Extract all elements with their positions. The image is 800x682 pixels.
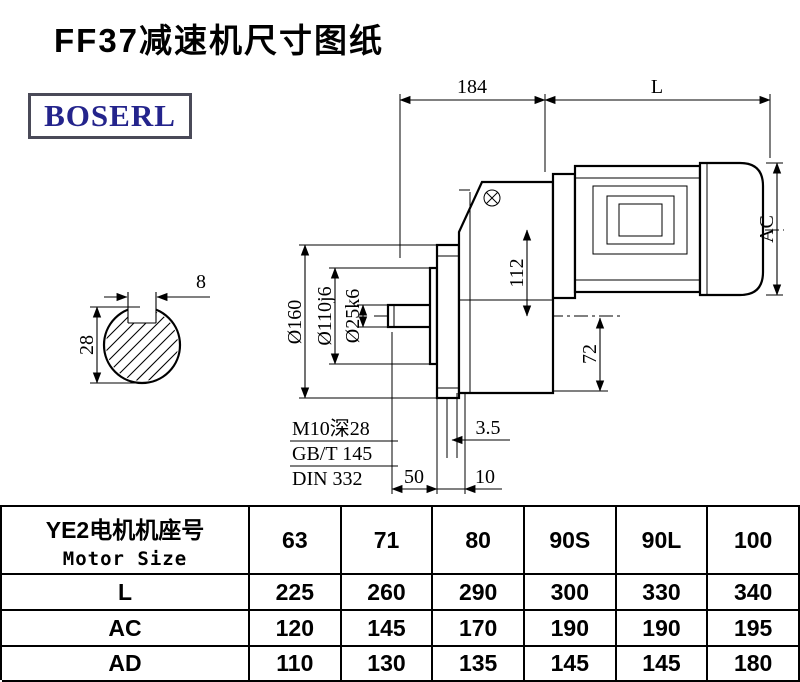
dim-group-bottom: 50 10 3.5 bbox=[391, 332, 510, 494]
dim-label-10: 10 bbox=[475, 466, 495, 488]
page-title: FF37减速机尺寸图纸 bbox=[54, 22, 385, 59]
dim-label-112: 112 bbox=[506, 258, 528, 287]
col-header-80: 80 bbox=[433, 507, 525, 575]
shaft-end-note: M10深28 GB/T 145 DIN 332 bbox=[290, 417, 398, 490]
dim-label-72: 72 bbox=[579, 344, 601, 364]
dim-label-l: L bbox=[651, 76, 663, 98]
dim-label-d110: Ø110j6 bbox=[314, 286, 336, 345]
table-cell-l-90l: 330 bbox=[616, 575, 709, 611]
brand-logo-box: BOSERL bbox=[28, 93, 192, 139]
table-cell-ad-71: 130 bbox=[341, 647, 434, 682]
dim-label-28: 28 bbox=[76, 335, 98, 355]
dim-group-top: 184 L bbox=[399, 76, 771, 258]
output-flange bbox=[435, 243, 461, 400]
table-cell-ac-90s: 190 bbox=[524, 611, 617, 647]
dim-group-ac: AC bbox=[756, 162, 783, 296]
dim-label-3-5: 3.5 bbox=[476, 417, 501, 439]
dim-label-50: 50 bbox=[404, 466, 424, 488]
shaft-cross-section: 8 28 bbox=[76, 271, 210, 385]
motor-adapter bbox=[551, 172, 577, 300]
dim-label-8: 8 bbox=[196, 271, 206, 293]
motor-body bbox=[573, 164, 702, 294]
motor-size-label-cn: YE2电机机座号 bbox=[45, 516, 205, 543]
table-cell-l-90s: 300 bbox=[524, 575, 617, 611]
dim-label-d25: Ø25k6 bbox=[342, 289, 364, 343]
dim-group-diameters: Ø160 Ø110j6 Ø25k6 bbox=[284, 244, 437, 399]
table-cell-ac-80: 170 bbox=[433, 611, 525, 647]
row-label-ac: AC bbox=[2, 611, 250, 647]
table-cell-l-63: 225 bbox=[250, 575, 342, 611]
table-cell-ad-80: 135 bbox=[433, 647, 525, 682]
dim-group-heights: 112 72 bbox=[506, 229, 608, 392]
gear-unit-outline bbox=[386, 161, 765, 400]
note-din-label: DIN 332 bbox=[292, 468, 363, 490]
table-cell-ad-90s: 145 bbox=[524, 647, 617, 682]
table-cell-ac-71: 145 bbox=[341, 611, 434, 647]
dim-label-ac: AC bbox=[756, 215, 778, 243]
table-cell-ac-63: 120 bbox=[250, 611, 342, 647]
table-cell-l-100: 340 bbox=[708, 575, 800, 611]
note-gb-label: GB/T 145 bbox=[292, 443, 372, 465]
table-cell-l-71: 260 bbox=[341, 575, 434, 611]
dim-label-184: 184 bbox=[457, 76, 487, 98]
col-header-63: 63 bbox=[250, 507, 342, 575]
table-cell-ad-90l: 145 bbox=[616, 647, 709, 682]
col-header-100: 100 bbox=[708, 507, 800, 575]
eyebolt-hole-icon bbox=[483, 189, 501, 207]
col-header-71: 71 bbox=[341, 507, 434, 575]
keyway-slot bbox=[128, 297, 156, 323]
col-header-90s: 90S bbox=[524, 507, 617, 575]
fan-cover bbox=[698, 161, 765, 297]
table-cell-ac-90l: 190 bbox=[616, 611, 709, 647]
row-label-l: L bbox=[2, 575, 250, 611]
motor-size-label-en: Motor Size bbox=[62, 547, 188, 570]
table-cell-ad-100: 180 bbox=[708, 647, 800, 682]
dimension-table: YE2电机机座号 Motor Size 63 71 80 90S 90L 100… bbox=[0, 505, 800, 682]
note-tap-label: M10深28 bbox=[292, 417, 370, 440]
table-cell-l-80: 290 bbox=[433, 575, 525, 611]
dimension-drawing: 184 L AC Ø160 Ø110j6 Ø25k6 112 72 50 10 bbox=[76, 76, 784, 494]
dim-label-d160: Ø160 bbox=[284, 300, 306, 344]
row-label-ad: AD bbox=[2, 647, 250, 682]
col-header-90l: 90L bbox=[616, 507, 709, 575]
table-cell-ad-63: 110 bbox=[250, 647, 342, 682]
table-header-motor-size: YE2电机机座号 Motor Size bbox=[2, 507, 250, 575]
table-cell-ac-100: 195 bbox=[708, 611, 800, 647]
brand-logo-text: BOSERL bbox=[44, 98, 176, 133]
